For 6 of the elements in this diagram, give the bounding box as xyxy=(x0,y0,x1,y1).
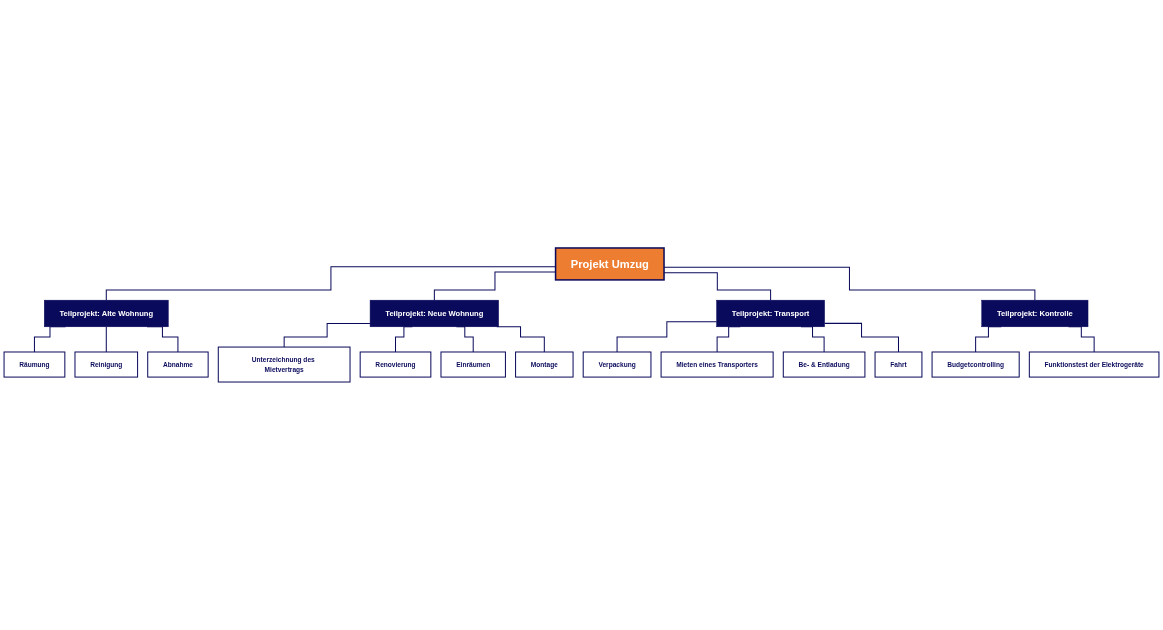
connector xyxy=(824,322,899,353)
node-box: Projekt Umzug xyxy=(554,247,665,281)
connector xyxy=(283,323,371,348)
connector xyxy=(105,326,107,353)
connector xyxy=(496,326,545,353)
connector xyxy=(616,321,718,353)
